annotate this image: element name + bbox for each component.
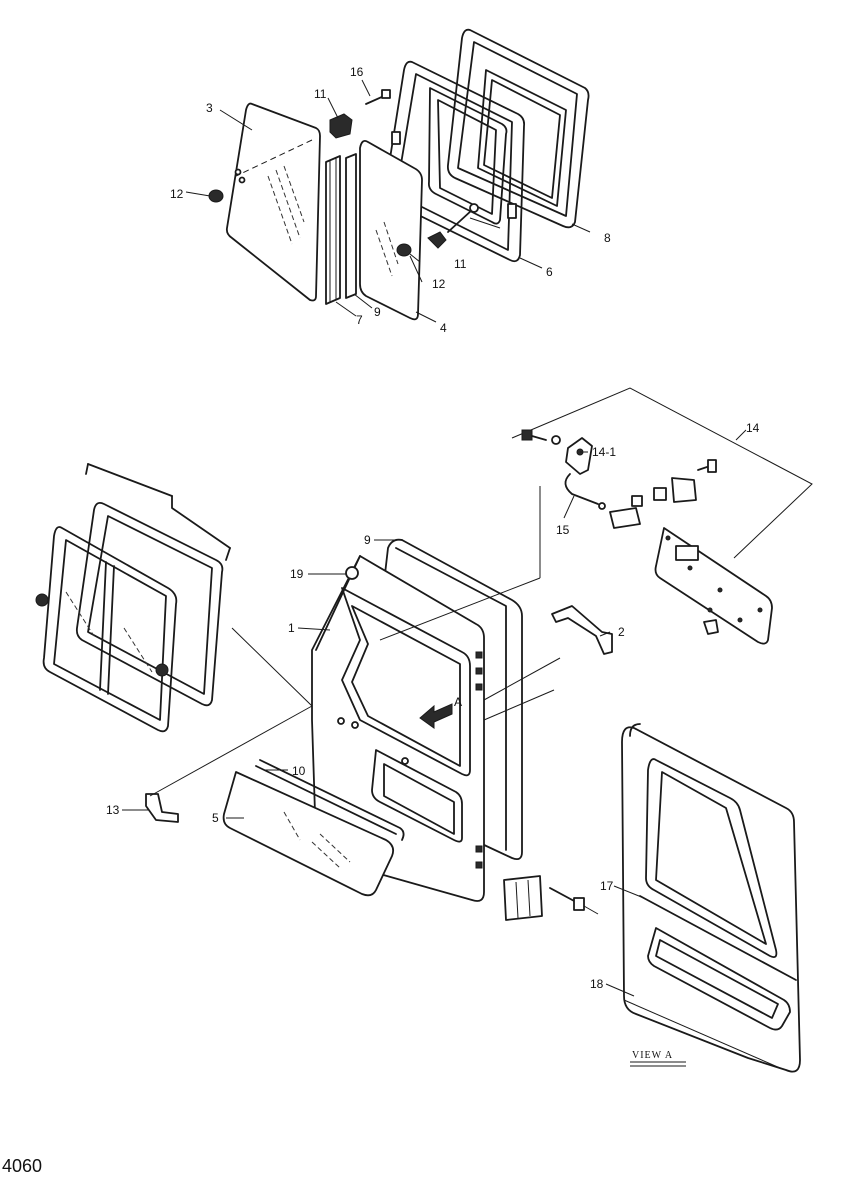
label-12a: 12 [170, 187, 184, 201]
view-arrow-a [419, 703, 453, 729]
label-15: 15 [556, 523, 570, 537]
hinge [503, 875, 599, 921]
label-11a: 11 [314, 87, 327, 101]
label-arrow-a: A [454, 695, 462, 709]
screw-11b [447, 203, 501, 233]
lock-cam-14-1 [565, 437, 593, 475]
label-13: 13 [106, 803, 120, 817]
catch-12b [396, 243, 412, 257]
label-19: 19 [290, 567, 304, 581]
window-seal-frame-8 [446, 28, 590, 229]
guide-lines [149, 486, 561, 797]
label-3: 3 [206, 101, 213, 115]
label-10: 10 [292, 764, 306, 778]
window-sash-frame-6 [383, 60, 526, 263]
label-1: 1 [288, 621, 295, 635]
label-14: 14 [746, 421, 760, 435]
door-assembly [145, 486, 613, 921]
inner-lock-plate [654, 527, 773, 645]
sliding-window-assembly [35, 463, 231, 733]
view-a-panel [621, 723, 801, 1073]
top-window-assembly [208, 28, 590, 321]
bracket-2 [551, 605, 613, 655]
label-11b: 11 [454, 257, 467, 271]
screw-16 [365, 89, 391, 105]
label-16: 16 [350, 65, 364, 79]
label-2: 2 [618, 625, 625, 639]
label-8: 8 [604, 231, 611, 245]
part-labels: 3 11 16 12 8 6 11 12 4 9 7 9 19 1 2 A 10… [106, 65, 760, 1067]
panel-5 [222, 759, 405, 897]
door-seal-9 [381, 538, 523, 861]
glass-panel-3 [225, 102, 321, 302]
label-5: 5 [212, 811, 219, 825]
channel-7 [325, 155, 341, 305]
label-14-1: 14-1 [592, 445, 616, 459]
label-18: 18 [590, 977, 604, 991]
label-9-door: 9 [364, 533, 371, 547]
lock-parts [609, 459, 717, 529]
view-a-label: VIEW A [632, 1050, 673, 1061]
leader-lines [122, 79, 747, 997]
latch-11a [235, 113, 353, 177]
bracket-13 [145, 793, 179, 823]
channel-9-top [345, 153, 357, 299]
label-7: 7 [356, 313, 363, 327]
catch-12a [208, 168, 246, 203]
label-4: 4 [440, 321, 447, 335]
label-6: 6 [546, 265, 553, 279]
label-9-top: 9 [374, 305, 381, 319]
bolt [521, 429, 561, 445]
lock-assembly-14 [511, 387, 813, 645]
latch-11b [427, 231, 447, 249]
page-number: 4060 [2, 1156, 43, 1176]
label-17: 17 [600, 879, 614, 893]
glass-panel-4 [359, 139, 423, 321]
rod-15 [564, 473, 606, 510]
label-12b: 12 [432, 277, 446, 291]
